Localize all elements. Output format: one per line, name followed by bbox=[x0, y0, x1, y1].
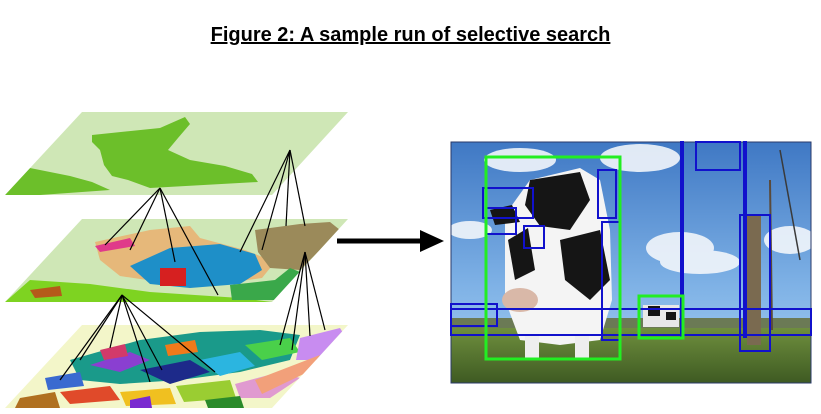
layer-top-segment bbox=[5, 117, 258, 195]
layer-top-base bbox=[5, 112, 348, 195]
proposal-box bbox=[739, 214, 771, 352]
detection-box-main-cow bbox=[484, 155, 622, 361]
detection-box-small-cow bbox=[637, 294, 685, 340]
right-arrow-icon bbox=[337, 230, 444, 252]
segmentation-layer-middle bbox=[5, 219, 348, 302]
hierarchy-lines bbox=[59, 149, 326, 383]
cow-main bbox=[490, 168, 612, 360]
cow-small bbox=[643, 305, 679, 327]
proposal-box bbox=[523, 225, 545, 249]
result-photo bbox=[451, 142, 811, 383]
segmentation-layer-top bbox=[5, 112, 348, 195]
proposal-box bbox=[743, 141, 747, 338]
figure-title: Figure 2: A sample run of selective sear… bbox=[210, 24, 611, 46]
proposal-box bbox=[597, 169, 617, 219]
segmentation-layer-bottom bbox=[5, 325, 348, 408]
proposal-box bbox=[482, 187, 534, 219]
proposal-box bbox=[450, 308, 812, 336]
proposal-box bbox=[695, 141, 741, 171]
green-detection-boxes bbox=[484, 155, 685, 361]
